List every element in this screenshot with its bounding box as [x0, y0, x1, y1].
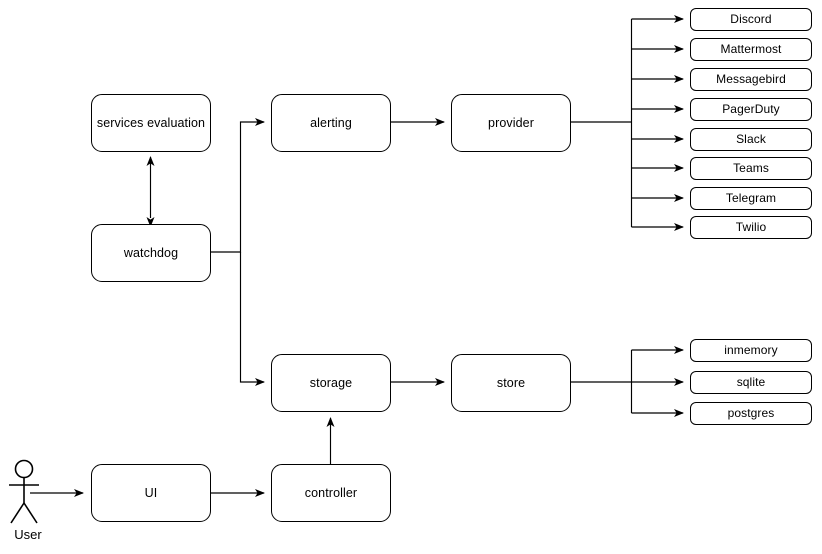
node-provider-teams[interactable]: Teams	[690, 157, 812, 180]
node-controller-label: controller	[304, 485, 358, 500]
node-provider-telegram-label: Telegram	[725, 190, 777, 205]
node-provider-twilio-label: Twilio	[735, 219, 767, 234]
node-provider-slack[interactable]: Slack	[690, 128, 812, 151]
node-watchdog-label: watchdog	[123, 245, 179, 260]
node-provider-discord-label: Discord	[730, 11, 772, 26]
edge-watchdog-to-storage	[239, 252, 265, 386]
node-provider[interactable]: provider	[451, 94, 571, 152]
node-watchdog[interactable]: watchdog	[91, 224, 211, 282]
node-storage[interactable]: storage	[271, 354, 391, 412]
edge-watchdog-to-alerting	[211, 118, 265, 253]
node-controller[interactable]: controller	[271, 464, 391, 522]
node-alerting[interactable]: alerting	[271, 94, 391, 152]
node-provider-telegram[interactable]: Telegram	[690, 187, 812, 210]
node-ui-label: UI	[144, 485, 158, 500]
node-store-inmemory[interactable]: inmemory	[690, 339, 812, 362]
actor-user-label: User	[14, 527, 42, 542]
node-provider-mattermost[interactable]: Mattermost	[690, 38, 812, 61]
node-store-sqlite-label: sqlite	[736, 374, 766, 389]
stick-figure-icon	[9, 459, 39, 524]
node-provider-twilio[interactable]: Twilio	[690, 216, 812, 239]
node-store-label: store	[496, 375, 526, 390]
node-ui[interactable]: UI	[91, 464, 211, 522]
node-provider-discord[interactable]: Discord	[690, 8, 812, 31]
node-provider-slack-label: Slack	[736, 131, 766, 146]
node-provider-label: provider	[488, 115, 534, 130]
node-provider-pagerduty-label: PagerDuty	[722, 101, 780, 116]
node-services-evaluation-label: services evaluation	[96, 115, 206, 130]
node-store-sqlite[interactable]: sqlite	[690, 371, 812, 394]
node-provider-pagerduty[interactable]: PagerDuty	[690, 98, 812, 121]
node-provider-teams-label: Teams	[733, 160, 769, 175]
node-store-inmemory-label: inmemory	[724, 342, 778, 357]
node-store-postgres[interactable]: postgres	[690, 402, 812, 425]
node-storage-label: storage	[309, 375, 353, 390]
node-alerting-label: alerting	[310, 115, 352, 130]
node-store[interactable]: store	[451, 354, 571, 412]
node-store-postgres-label: postgres	[727, 405, 775, 420]
node-provider-mattermost-label: Mattermost	[720, 41, 782, 56]
node-provider-messagebird-label: Messagebird	[716, 71, 786, 86]
node-services-evaluation[interactable]: services evaluation	[91, 94, 211, 152]
node-provider-messagebird[interactable]: Messagebird	[690, 68, 812, 91]
